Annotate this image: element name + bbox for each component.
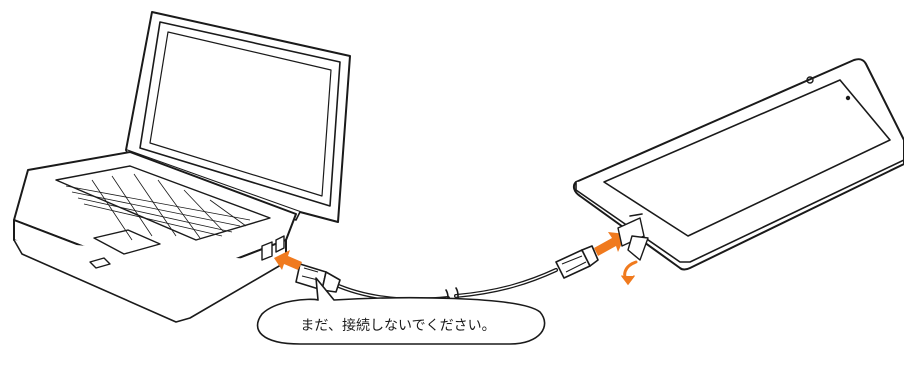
sensor-icon [845,95,851,101]
arrow-up-right-icon [594,232,626,256]
laptop-icon [13,11,351,323]
camera-icon [806,76,814,84]
speech-bubble: まだ、接続しないでください。 [256,277,546,345]
callout-text: まだ、接続しないでください。 [300,317,495,334]
keyboard-keys [65,173,251,241]
usb-plug-tablet [555,245,599,279]
curved-arrow-icon [621,260,638,286]
tablet-icon [572,58,904,271]
arrow-left-icon [274,250,302,270]
